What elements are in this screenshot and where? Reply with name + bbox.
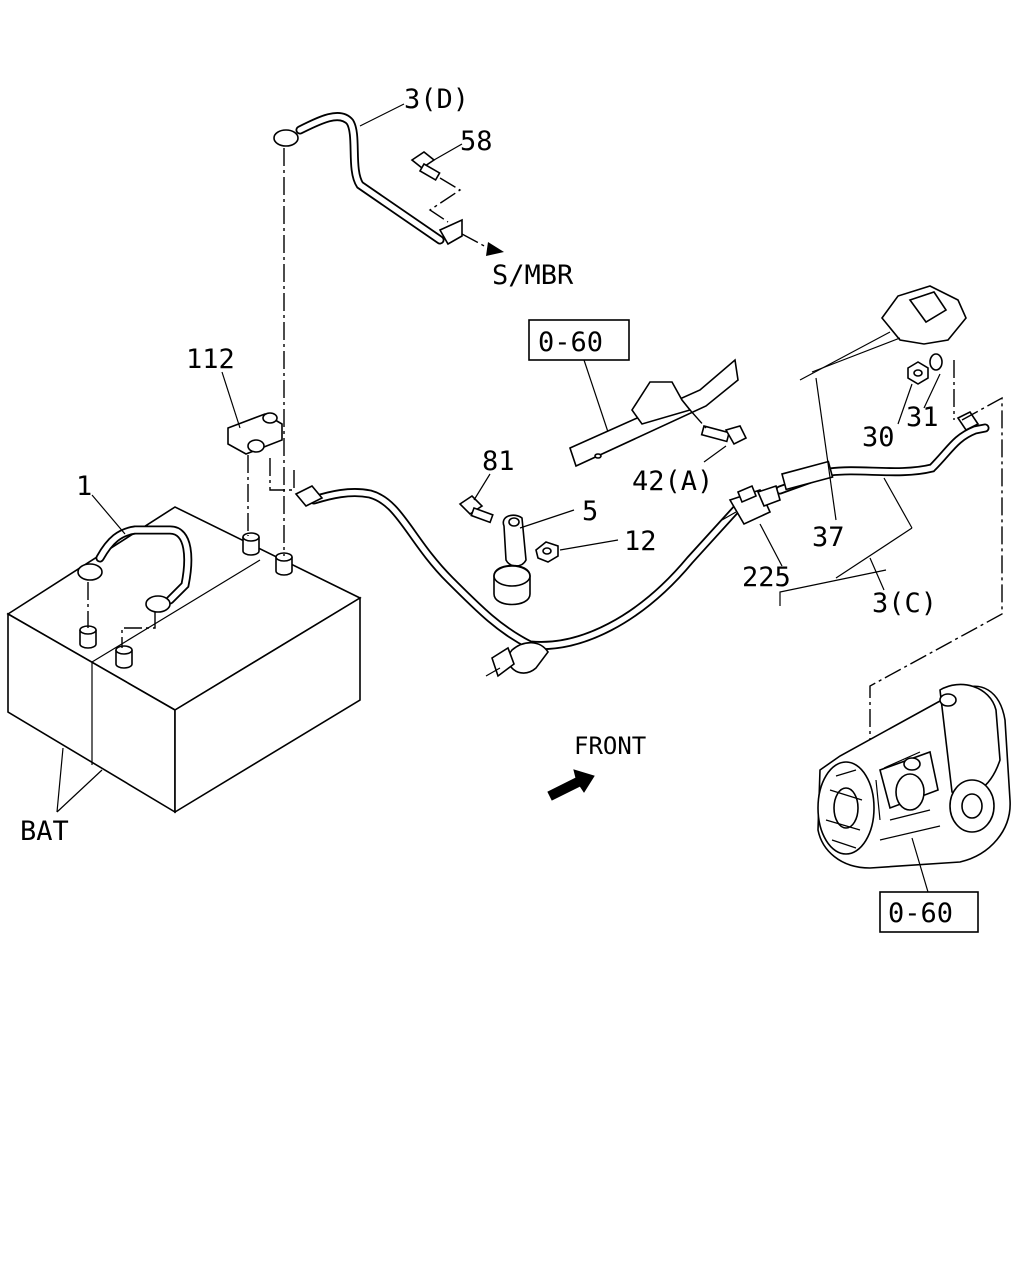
washer-31 [929, 353, 943, 371]
bolt-42a-label: 42(A) [632, 466, 713, 497]
battery-post [79, 625, 97, 649]
front-label: FRONT [574, 732, 646, 760]
leader-3c-bracket [835, 527, 913, 579]
nut-12 [535, 541, 559, 563]
reference-box-bottom: 0-60 [879, 837, 979, 933]
bolt-42a [689, 409, 748, 446]
starter-bracket [799, 285, 967, 381]
part-37-label: 37 [812, 522, 845, 553]
leader-225 [759, 523, 783, 567]
connector-225-label: 225 [742, 562, 791, 593]
bolt-81-label: 81 [482, 446, 515, 477]
reference-bottom-label: 0-60 [888, 898, 953, 929]
battery-leader [56, 747, 103, 813]
part-1-label: 1 [76, 471, 92, 502]
leader-1 [91, 494, 126, 535]
part-30-label: 30 [862, 422, 895, 453]
leader-5 [519, 509, 575, 529]
reference-top-label: 0-60 [538, 327, 603, 358]
connector-225 [721, 484, 781, 526]
clip-5-label: 5 [582, 496, 598, 527]
leader-31 [923, 373, 941, 409]
battery-post [242, 532, 260, 556]
leader-58 [433, 143, 463, 161]
cable-3c-label: 3(C) [872, 588, 937, 619]
leader-42a [703, 445, 727, 463]
leader-112 [221, 371, 241, 429]
battery-label: BAT [20, 816, 69, 847]
battery-post [275, 552, 293, 576]
cable-3c [294, 410, 990, 678]
leader-3c [869, 557, 885, 591]
nut-12-label: 12 [624, 526, 657, 557]
nut-30 [907, 361, 929, 385]
smbr-label: S/MBR [492, 260, 574, 291]
leader-81 [473, 473, 491, 501]
battery-post [115, 645, 133, 669]
bolt-58 [410, 151, 462, 223]
mounting-bracket [569, 358, 739, 468]
clip-5 [493, 514, 531, 606]
cable-3d [273, 112, 463, 556]
leader-3c-left [779, 569, 887, 606]
terminal-clamp [227, 412, 295, 536]
leader-30 [897, 383, 913, 425]
smbr-arrow [461, 233, 504, 256]
battery-jumper-cable [77, 525, 193, 648]
reference-box-top: 0-60 [528, 319, 630, 433]
starter-dash-link [869, 360, 1003, 781]
cable-3d-label: 3(D) [404, 84, 469, 115]
leader-3d [359, 103, 405, 127]
bolt-81 [458, 494, 494, 524]
leader-12 [559, 539, 619, 551]
leader-37 [815, 377, 837, 521]
leader-3c-up [883, 477, 913, 529]
arrow-icon [547, 769, 595, 801]
starter-motor [817, 683, 1011, 869]
part-112-label: 112 [186, 344, 235, 375]
bolt-58-label: 58 [460, 126, 493, 157]
part-31-label: 31 [906, 402, 939, 433]
